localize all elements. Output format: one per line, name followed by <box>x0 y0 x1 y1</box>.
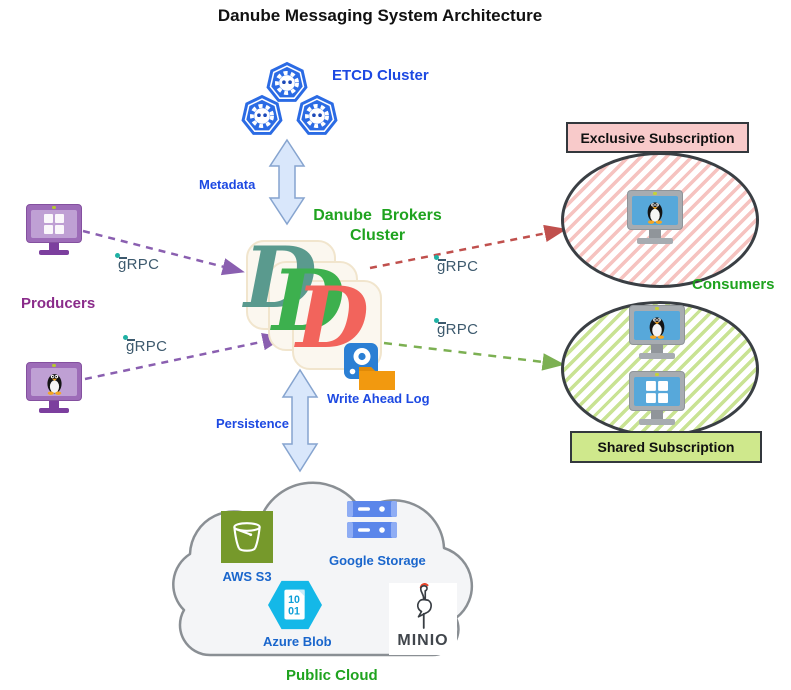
google-storage-icon <box>347 501 397 538</box>
grpc-bar-icon <box>119 257 127 259</box>
grpc-dot-icon <box>123 335 128 340</box>
danube-logo-d-teal: D <box>244 228 317 327</box>
grpc-label-shared: gRPC <box>434 318 479 338</box>
brokers-label-line2: Cluster <box>349 227 406 244</box>
shared-subscription-box: Shared Subscription <box>570 431 762 463</box>
consumer-monitor-shared-linux <box>629 305 685 359</box>
consumer-monitor-exclusive-linux <box>627 190 683 244</box>
grpc-text: gRPC <box>437 258 479 275</box>
bucket-icon <box>228 518 266 556</box>
producer1-grpc-arrow <box>82 229 245 276</box>
azure-blob-icon: 10 01 <box>268 580 322 630</box>
etcd-cluster-label: ETCD Cluster <box>332 67 429 84</box>
broker-shared-arrow <box>383 341 565 371</box>
etcd-node-icon-2 <box>239 92 285 138</box>
camera-dot-icon <box>52 206 56 209</box>
producer-monitor-linux <box>26 362 82 413</box>
exclusive-subscription-box: Exclusive Subscription <box>566 122 749 153</box>
grpc-dot-icon <box>434 255 439 260</box>
persistence-arrow <box>281 368 319 473</box>
diagram-title: Danube Messaging System Architecture <box>217 6 543 25</box>
grpc-text: gRPC <box>126 338 168 355</box>
producer2-grpc-arrow <box>84 333 285 381</box>
grpc-label-producer1: gRPC <box>115 253 160 273</box>
camera-dot-icon <box>655 373 659 376</box>
metadata-arrow <box>268 138 306 226</box>
tux-icon <box>646 313 668 339</box>
grpc-text: gRPC <box>118 256 160 273</box>
camera-dot-icon <box>653 192 657 195</box>
etcd-node-icon-3 <box>294 92 340 138</box>
consumers-label: Consumers <box>692 276 775 293</box>
broker-exclusive-arrow <box>369 224 567 270</box>
grpc-bar-icon <box>438 322 446 324</box>
windows-logo-icon <box>646 381 668 403</box>
grpc-label-exclusive: gRPC <box>434 255 479 275</box>
grpc-bar-icon <box>438 259 446 261</box>
windows-logo-icon <box>44 214 64 234</box>
tux-icon <box>644 198 666 224</box>
grpc-label-producer2: gRPC <box>123 335 168 355</box>
azure-doc-text-top: 10 <box>288 594 300 606</box>
grpc-dot-icon <box>434 318 439 323</box>
grpc-text: gRPC <box>437 321 479 338</box>
camera-dot-icon <box>52 364 56 367</box>
google-storage-label: Google Storage <box>329 553 426 568</box>
minio-bird-icon <box>404 583 442 631</box>
minio-label: MINIO <box>397 632 449 649</box>
persistence-label: Persistence <box>216 416 289 431</box>
metadata-label: Metadata <box>199 177 256 192</box>
consumer-monitor-shared-windows <box>629 371 685 425</box>
aws-s3-icon <box>221 511 273 563</box>
grpc-dot-icon <box>115 253 120 258</box>
minio-logo: MINIO <box>389 583 457 655</box>
brokers-label-line1: Danube Brokers <box>313 207 442 224</box>
azure-doc-text-bottom: 01 <box>288 606 300 618</box>
grpc-bar-icon <box>127 339 135 341</box>
write-ahead-log-icon <box>344 343 400 395</box>
aws-s3-label: AWS S3 <box>222 569 272 584</box>
camera-dot-icon <box>655 307 659 310</box>
producers-label: Producers <box>21 295 96 312</box>
write-ahead-log-label: Write Ahead Log <box>327 391 430 406</box>
danube-logo-d-green: D <box>272 251 345 350</box>
public-cloud-label: Public Cloud <box>286 667 378 684</box>
tux-icon <box>44 370 65 395</box>
producer-monitor-windows <box>26 204 82 255</box>
azure-blob-label: Azure Blob <box>263 634 332 649</box>
danube-brokers-cluster-label: Danube Brokers Cluster <box>295 206 460 246</box>
folder-icon <box>357 360 397 392</box>
